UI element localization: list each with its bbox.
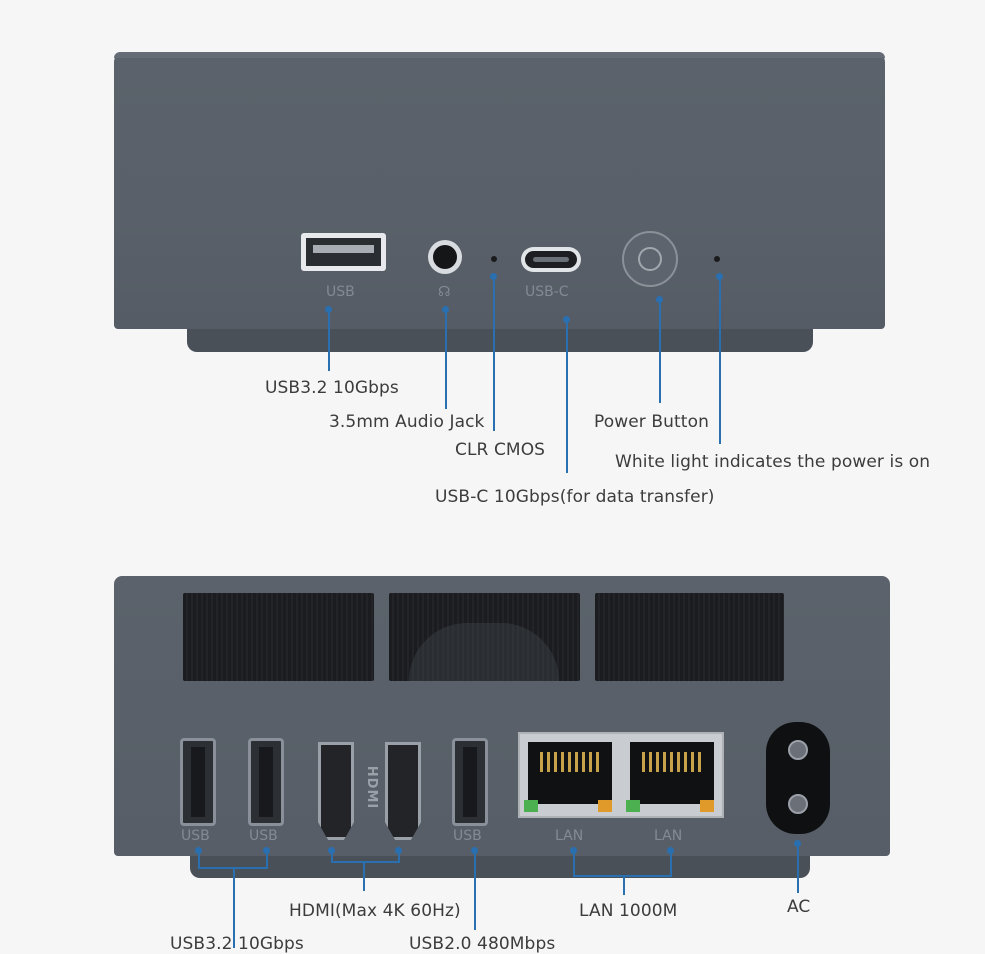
- vent-left: [183, 593, 374, 681]
- callout-clr-cmos: CLR CMOS: [455, 440, 546, 460]
- back-usb-label-1: USB: [181, 828, 210, 844]
- power-icon: [638, 247, 662, 271]
- lan-label-1: LAN: [555, 828, 584, 844]
- callout-usb32-front: USB3.2 10Gbps: [265, 378, 399, 398]
- lan-led-orange-2: [700, 800, 714, 812]
- front-top-edge: [114, 52, 885, 58]
- back-base: [190, 856, 810, 878]
- back-usb-label-3: USB: [453, 828, 482, 844]
- vent-center: [389, 593, 580, 681]
- ac-pin-top: [788, 740, 808, 760]
- ac-pin-bottom: [788, 794, 808, 814]
- lan-led-green-1: [524, 800, 538, 812]
- back-usb-label-2: USB: [249, 828, 278, 844]
- power-button: [622, 231, 678, 287]
- front-usb-label: USB: [326, 284, 355, 300]
- callout-usb-c-front: USB-C 10Gbps(for data transfer): [435, 487, 715, 507]
- callout-ac: AC: [787, 897, 811, 917]
- hdmi-logo: HDMI: [364, 765, 380, 810]
- lan-led-green-2: [626, 800, 640, 812]
- callout-usb32-back: USB3.2 10Gbps: [170, 934, 304, 954]
- headphone-icon: ☊: [438, 284, 451, 300]
- audio-jack-port: [428, 240, 462, 274]
- lan-port-1: [528, 742, 612, 804]
- vent-right: [595, 593, 784, 681]
- front-usb-c-port: [521, 247, 581, 272]
- lan-port-2: [630, 742, 714, 804]
- ac-inlet: [766, 722, 830, 834]
- front-chassis: [114, 52, 885, 329]
- callout-power-light: White light indicates the power is on: [615, 452, 931, 472]
- callout-usb20: USB2.0 480Mbps: [409, 934, 556, 954]
- front-usb-c-label: USB-C: [525, 284, 569, 300]
- callout-power-button: Power Button: [594, 412, 709, 432]
- front-base: [187, 329, 813, 352]
- lan-label-2: LAN: [654, 828, 683, 844]
- back-usb-port-1: [180, 738, 216, 826]
- clr-cmos-hole: [491, 256, 497, 262]
- callout-lan: LAN 1000M: [579, 901, 678, 921]
- hdmi-port-1: [318, 742, 354, 840]
- hdmi-port-2: [385, 742, 421, 840]
- back-usb-port-3: [452, 738, 488, 826]
- back-usb-port-2: [248, 738, 284, 826]
- callout-hdmi: HDMI(Max 4K 60Hz): [289, 901, 461, 921]
- power-led: [714, 256, 720, 262]
- lan-led-orange-1: [598, 800, 612, 812]
- front-usb-port: [301, 233, 386, 271]
- lan-ports: [518, 732, 724, 818]
- callout-audio-jack: 3.5mm Audio Jack: [329, 412, 485, 432]
